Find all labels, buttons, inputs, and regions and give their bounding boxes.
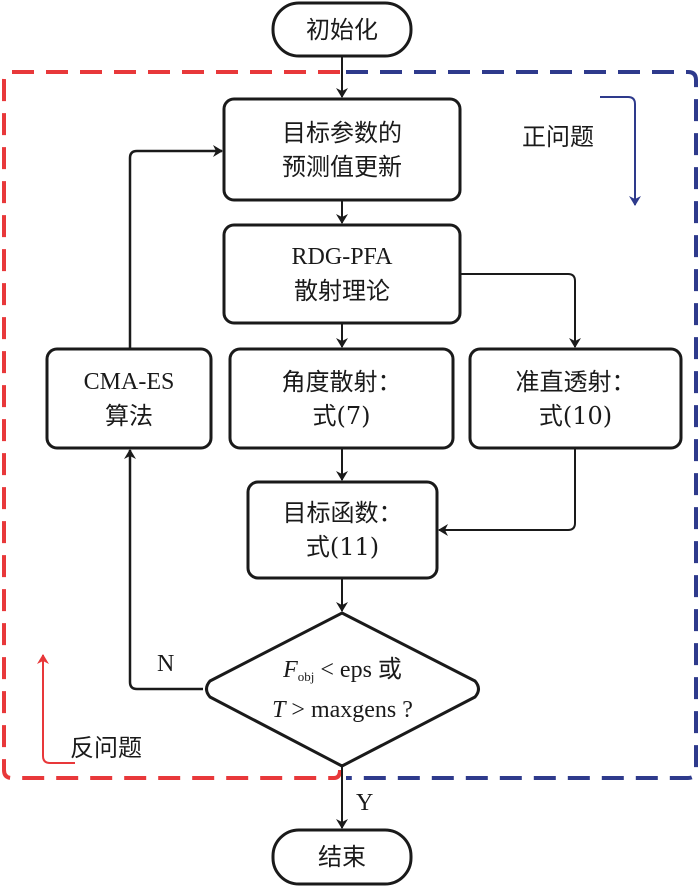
edge-collimated-to-objective [438,448,576,536]
inverse-direction-arrow [37,654,75,764]
cmaes-label-line2: 算法 [105,401,153,430]
update-label-line2: 预测值更新 [282,152,402,181]
cmaes-label-container: CMA-ES 算法 [47,349,211,448]
objective-label-line2: 式(11) [305,533,380,561]
edge-label-no: N [157,651,175,677]
edge-decision-no-to-cmaes [124,449,203,691]
end-terminator [271,828,413,886]
start-label: 初始化 [306,15,378,44]
end-label-container: 结束 [273,830,411,884]
theory-label-line1: RDG-PFA [291,244,393,270]
collimated-label-line2: 式(10) [538,401,613,430]
angular-label-line2: 式(7) [312,401,371,430]
theory-label-container: RDG-PFA 散射理论 [224,225,460,323]
update-label-line1: 目标参数的 [282,118,402,147]
collimated-label-line1: 准直透射： [515,367,636,396]
update-label-container: 目标参数的 预测值更新 [224,99,460,200]
start-label-container: 初始化 [273,3,411,56]
objective-label-container: 目标函数： 式(11) [248,482,437,578]
edge-theory-to-collimated [460,273,581,348]
decision-label-line1: Fobj < eps 或 [283,653,402,693]
decision-var-t: T [272,696,286,723]
objective-label-line1: 目标函数： [282,499,403,527]
forward-problem-region [346,70,698,780]
inverse-problem-label: 反问题 [70,734,142,762]
angular-label-line1: 角度散射： [281,367,402,396]
end-label: 结束 [318,843,366,871]
decision-label-line2: T > maxgens ? [272,693,413,726]
decision-condition-2: > maxgens ? [285,696,413,723]
theory-label-line2: 散射理论 [294,277,390,305]
decision-var-f: F [283,656,298,683]
inverse-problem-region [2,70,342,780]
forward-problem-label: 正问题 [522,123,594,151]
collimated-label-container: 准直透射： 式(10) [470,349,681,448]
cmaes-label-line1: CMA-ES [83,368,175,395]
decision-sub-obj: obj [297,668,315,684]
edge-label-yes: Y [356,790,374,816]
forward-direction-arrow [600,96,641,206]
edge-cmaes-to-update [128,145,223,349]
decision-condition-1: < eps 或 [314,656,402,683]
angular-label-container: 角度散射： 式(7) [230,349,453,448]
decision-label-container: Fobj < eps 或 T > maxgens ? [203,640,482,738]
